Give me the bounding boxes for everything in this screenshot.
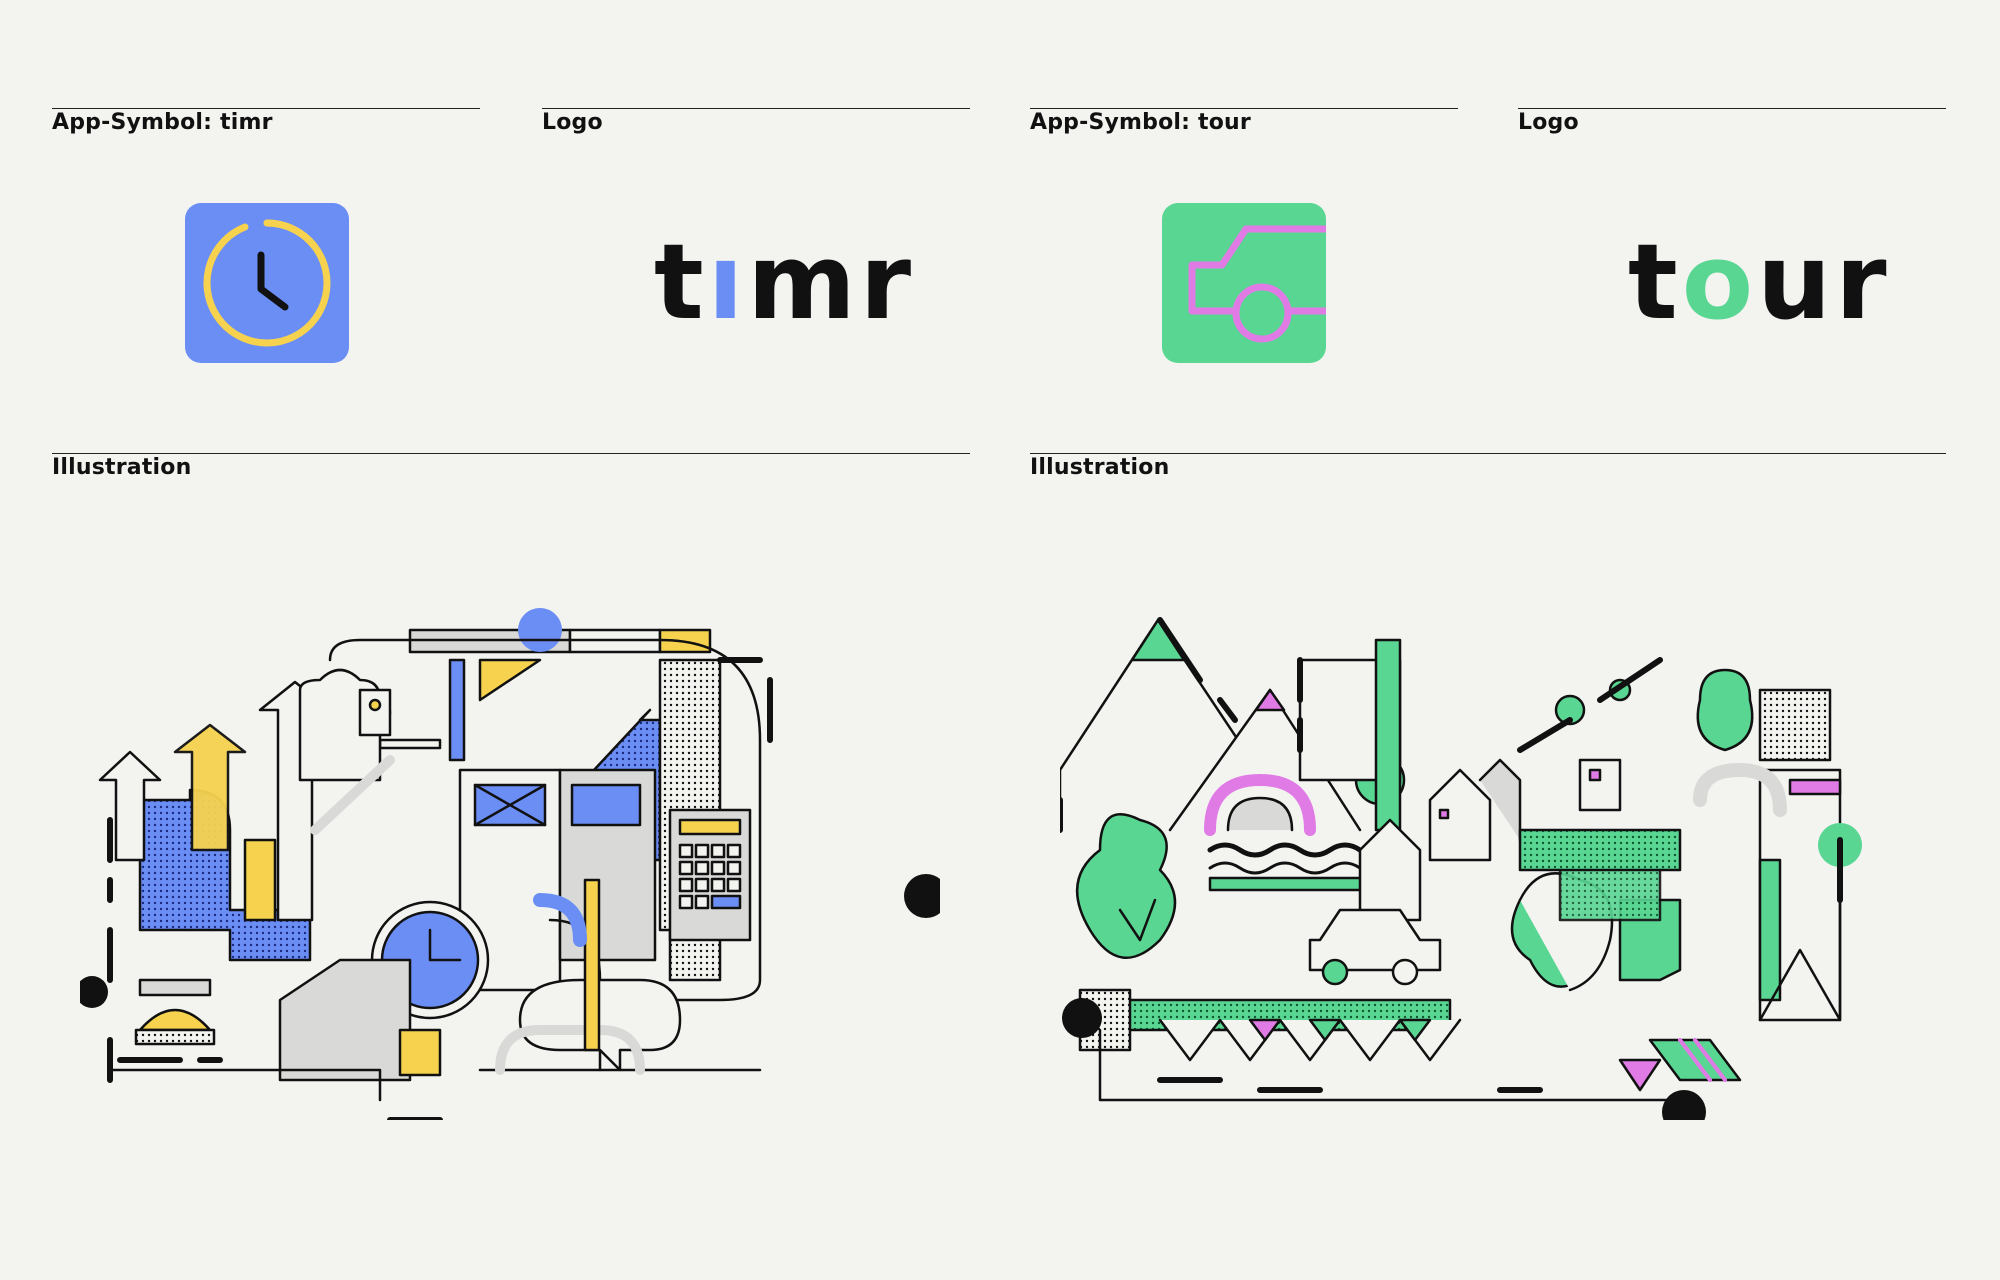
- tour-app-icon: [1162, 203, 1326, 363]
- rule-tour-app: [1030, 108, 1458, 109]
- timr-illustration-art: [76, 608, 948, 1123]
- tour-logo: tour: [1628, 230, 1891, 334]
- rule-timr-logo: [542, 108, 970, 109]
- rule-tour-logo: [1518, 108, 1946, 109]
- tour-logo-t: t: [1628, 221, 1682, 343]
- timr-illustration: [76, 600, 948, 1123]
- rule-timr-app: [52, 108, 480, 109]
- rule-tour-illustration: [1030, 453, 1946, 454]
- label-tour-logo: Logo: [1518, 110, 1579, 135]
- label-timr-logo: Logo: [542, 110, 603, 135]
- tour-logo-o: o: [1681, 221, 1758, 343]
- timr-logo-t: t: [654, 221, 708, 343]
- car-icon: [1162, 203, 1326, 363]
- timr-logo-i: ı: [707, 221, 748, 343]
- rule-timr-illustration: [52, 453, 970, 454]
- tour-illustration-art: [1057, 617, 1862, 1134]
- tour-logo-rest: ur: [1757, 221, 1891, 343]
- label-tour-illustration: Illustration: [1030, 455, 1170, 480]
- label-timr-illustration: Illustration: [52, 455, 192, 480]
- clock-icon: [185, 203, 349, 363]
- timr-app-icon: [185, 203, 349, 363]
- tour-illustration: [1057, 600, 1920, 1134]
- timr-logo-rest: mr: [747, 221, 916, 343]
- timr-logo: tımr: [654, 230, 915, 334]
- label-tour-app-symbol: App-Symbol: tour: [1030, 110, 1251, 135]
- label-timr-app-symbol: App-Symbol: timr: [52, 110, 273, 135]
